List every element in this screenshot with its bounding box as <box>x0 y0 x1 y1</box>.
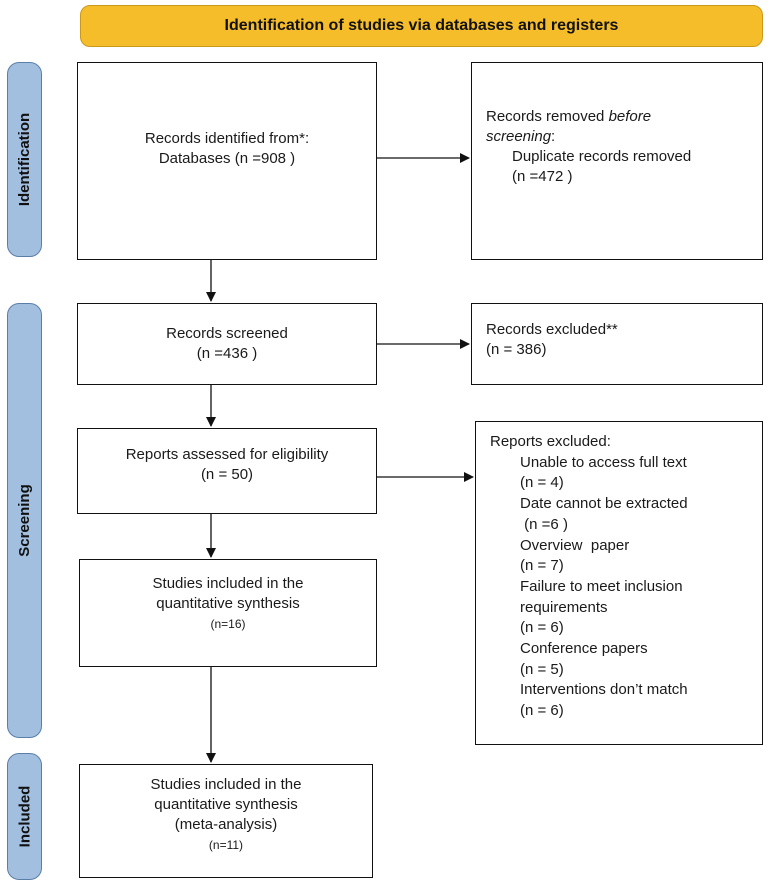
records-excluded-title: Records excluded** <box>486 321 618 338</box>
records-screened-title: Records screened <box>166 325 288 342</box>
excluded-reason-label: Date cannot be extracted <box>520 495 688 513</box>
studies-meta-line3: (meta-analysis) <box>174 816 278 833</box>
studies-quantitative-line2: quantitative synthesis <box>156 595 300 612</box>
records-screened-box: Records screened (n =436 ) <box>77 303 377 385</box>
excluded-reason-count: (n = 6) <box>520 619 564 637</box>
reports-assessed-count: (n = 50) <box>200 466 254 483</box>
duplicates-removed-count: (n =472 ) <box>512 168 573 185</box>
studies-meta-box: Studies included in the quantitative syn… <box>79 764 373 878</box>
reports-excluded-list: Unable to access full text (n = 4) Date … <box>490 453 762 722</box>
records-excluded-count: (n = 386) <box>486 341 547 358</box>
excluded-reason-label: Unable to access full text <box>520 453 687 471</box>
excluded-reason-label: Conference papers <box>520 640 648 658</box>
records-identified-count: Databases (n =908 ) <box>158 150 296 167</box>
stage-identification: Identification <box>7 62 42 257</box>
excluded-reason-count: (n = 5) <box>520 660 564 678</box>
stage-included: Included <box>7 753 42 880</box>
reports-assessed-title: Reports assessed for eligibility <box>125 446 329 463</box>
duplicates-removed-label: Duplicate records removed <box>512 148 692 165</box>
excluded-reason-label: Failure to meet inclusion <box>520 577 683 595</box>
studies-meta-line2: quantitative synthesis <box>154 796 298 813</box>
studies-quantitative-count: (n=16) <box>210 617 246 631</box>
stage-screening: Screening <box>7 303 42 738</box>
records-excluded-box: Records excluded** (n = 386) <box>471 303 763 385</box>
records-removed-box: Records removed before screening: Duplic… <box>471 62 763 260</box>
studies-meta-count: (n=11) <box>208 838 244 852</box>
studies-quantitative-box: Studies included in the quantitative syn… <box>79 559 377 667</box>
studies-quantitative-line1: Studies included in the <box>152 575 304 592</box>
excluded-reason-count: (n = 7) <box>520 557 564 575</box>
header-banner: Identification of studies via databases … <box>80 5 763 47</box>
records-identified-title: Records identified from*: <box>144 130 310 147</box>
reports-assessed-box: Reports assessed for eligibility (n = 50… <box>77 428 377 514</box>
records-screened-count: (n =436 ) <box>196 345 258 362</box>
excluded-reason-count: (n =6 ) <box>520 515 568 533</box>
excluded-reason-count: (n = 4) <box>520 474 564 492</box>
studies-meta-line1: Studies included in the <box>150 776 302 793</box>
excluded-reason-label-cont: requirements <box>520 598 608 616</box>
excluded-reason-count: (n = 6) <box>520 702 564 720</box>
reports-excluded-title: Reports excluded: <box>490 433 611 450</box>
excluded-reason-label: Overview paper <box>520 536 630 554</box>
excluded-reason-label: Interventions don’t match <box>520 681 688 699</box>
reports-excluded-box: Reports excluded: Unable to access full … <box>475 421 763 745</box>
records-identified-box: Records identified from*: Databases (n =… <box>77 62 377 260</box>
banner-title: Identification of studies via databases … <box>224 17 619 34</box>
records-removed-subtitle: screening: <box>486 128 556 145</box>
records-removed-title: Records removed before <box>486 108 652 125</box>
